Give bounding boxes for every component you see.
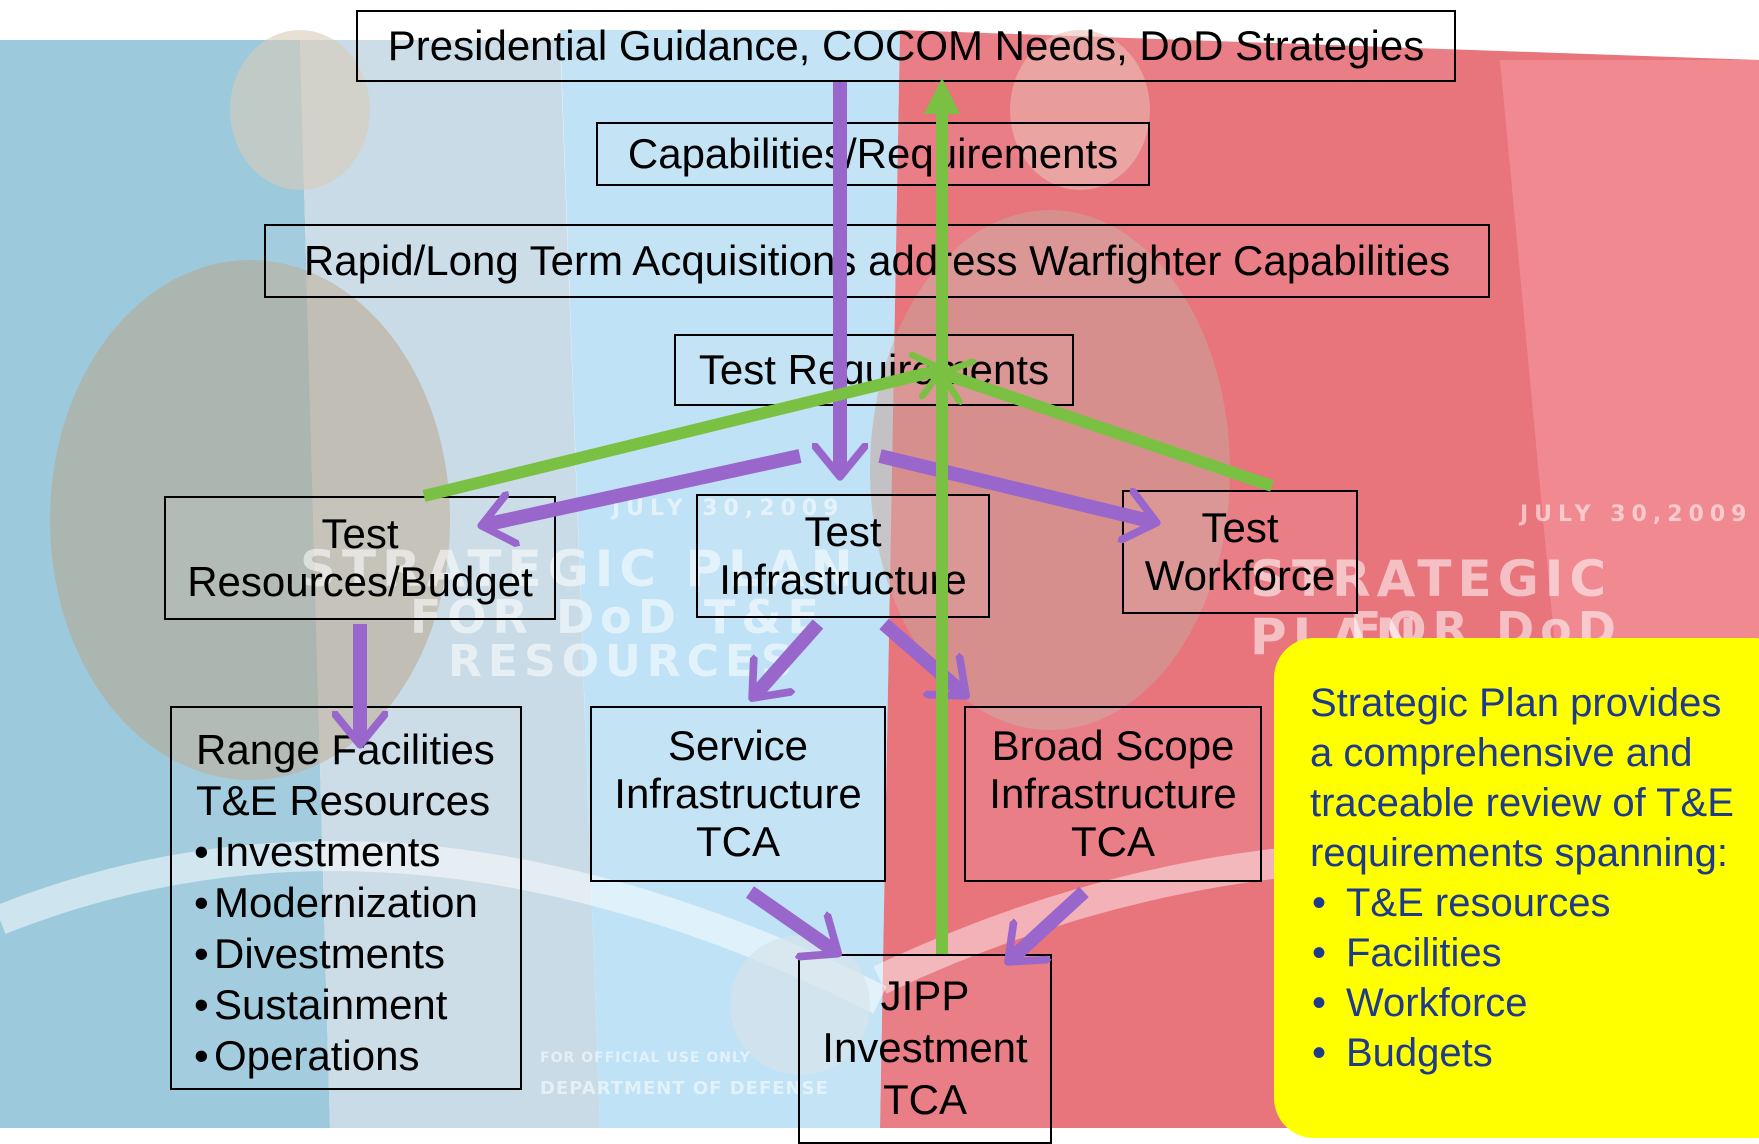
test-infrastructure-box: Test Infrastructure	[696, 494, 990, 618]
callout-bullet-text: Facilities	[1346, 931, 1502, 975]
guidance-box-text: Presidential Guidance, COCOM Needs, DoD …	[387, 22, 1425, 69]
broad-scope-box: Broad Scope Infrastructure TCA	[964, 706, 1262, 882]
broad-line-2: Infrastructure	[989, 770, 1237, 817]
range-bullet: •Divestments	[194, 930, 446, 977]
test-infrastructure-line-2: Infrastructure	[719, 556, 967, 603]
callout-bullet: •T&E resources	[1310, 878, 1759, 928]
range-bullet: •Investments	[194, 828, 441, 875]
acquisitions-box-text: Rapid/Long Term Acquisitions address War…	[303, 237, 1451, 284]
range-bullet-text: Sustainment	[214, 981, 448, 1028]
range-bullet: •Sustainment	[194, 981, 448, 1028]
seal-caption-2: DEPARTMENT OF DEFENSE	[540, 1078, 829, 1099]
test-workforce-box: Test Workforce	[1122, 490, 1358, 614]
callout-line: traceable review of T&E	[1310, 781, 1734, 825]
strategic-plan-callout: Strategic Plan provides a comprehensive …	[1274, 638, 1759, 1138]
capabilities-box: Capabilities/Requirements	[596, 122, 1150, 186]
callout-bullet: •Facilities	[1310, 928, 1759, 978]
test-infrastructure-line-1: Test	[804, 508, 882, 555]
test-requirements-box: Test Requirements	[674, 334, 1074, 406]
jipp-line-1: JIPP	[880, 972, 970, 1019]
range-bullet-text: Modernization	[214, 879, 478, 926]
seal-caption-1: FOR OFFICIAL USE ONLY	[540, 1050, 751, 1066]
test-requirements-box-text: Test Requirements	[698, 346, 1050, 393]
test-workforce-line-2: Workforce	[1144, 552, 1336, 599]
service-line-2: Infrastructure	[614, 770, 862, 817]
range-bullet: •Operations	[194, 1032, 420, 1079]
callout-line: requirements spanning:	[1310, 831, 1729, 875]
broad-line-3: TCA	[1071, 818, 1155, 865]
capabilities-box-text: Capabilities/Requirements	[627, 130, 1119, 177]
test-resources-box: Test Resources/Budget	[164, 496, 556, 620]
cover-title-left-3: RESOURCES	[448, 636, 799, 687]
range-line-2: T&E Resources	[196, 777, 491, 824]
test-resources-line-1: Test	[321, 510, 399, 557]
range-bullet: •Modernization	[194, 879, 478, 926]
cover-date-right: JULY 30,2009	[1520, 502, 1753, 527]
callout-bullet: •Budgets	[1310, 1028, 1759, 1078]
service-line-3: TCA	[696, 818, 780, 865]
range-facilities-box: Range Facilities T&E Resources •Investme…	[170, 706, 522, 1090]
callout-bullet-text: Budgets	[1346, 1031, 1493, 1075]
jipp-line-3: TCA	[883, 1076, 967, 1123]
callout-bullet-text: Workforce	[1346, 981, 1528, 1025]
acquisitions-box: Rapid/Long Term Acquisitions address War…	[264, 224, 1490, 298]
service-infrastructure-box: Service Infrastructure TCA	[590, 706, 886, 882]
test-resources-line-2: Resources/Budget	[187, 558, 533, 605]
callout-line: a comprehensive and	[1310, 731, 1693, 775]
range-line-1: Range Facilities	[196, 726, 495, 773]
jipp-box: JIPP Investment TCA	[798, 954, 1052, 1144]
callout-line: Strategic Plan provides	[1310, 681, 1722, 725]
range-bullet-text: Divestments	[214, 930, 446, 977]
range-bullet-text: Investments	[214, 828, 441, 875]
test-workforce-line-1: Test	[1201, 504, 1279, 551]
jipp-line-2: Investment	[822, 1024, 1028, 1071]
callout-bullet: •Workforce	[1310, 978, 1759, 1028]
broad-line-1: Broad Scope	[991, 722, 1235, 769]
callout-bullet-text: T&E resources	[1346, 881, 1611, 925]
guidance-box: Presidential Guidance, COCOM Needs, DoD …	[356, 10, 1456, 82]
cover-title-left-1: STRATEGIC PLAN	[300, 540, 859, 598]
service-line-1: Service	[667, 722, 809, 769]
range-bullet-text: Operations	[214, 1032, 420, 1079]
